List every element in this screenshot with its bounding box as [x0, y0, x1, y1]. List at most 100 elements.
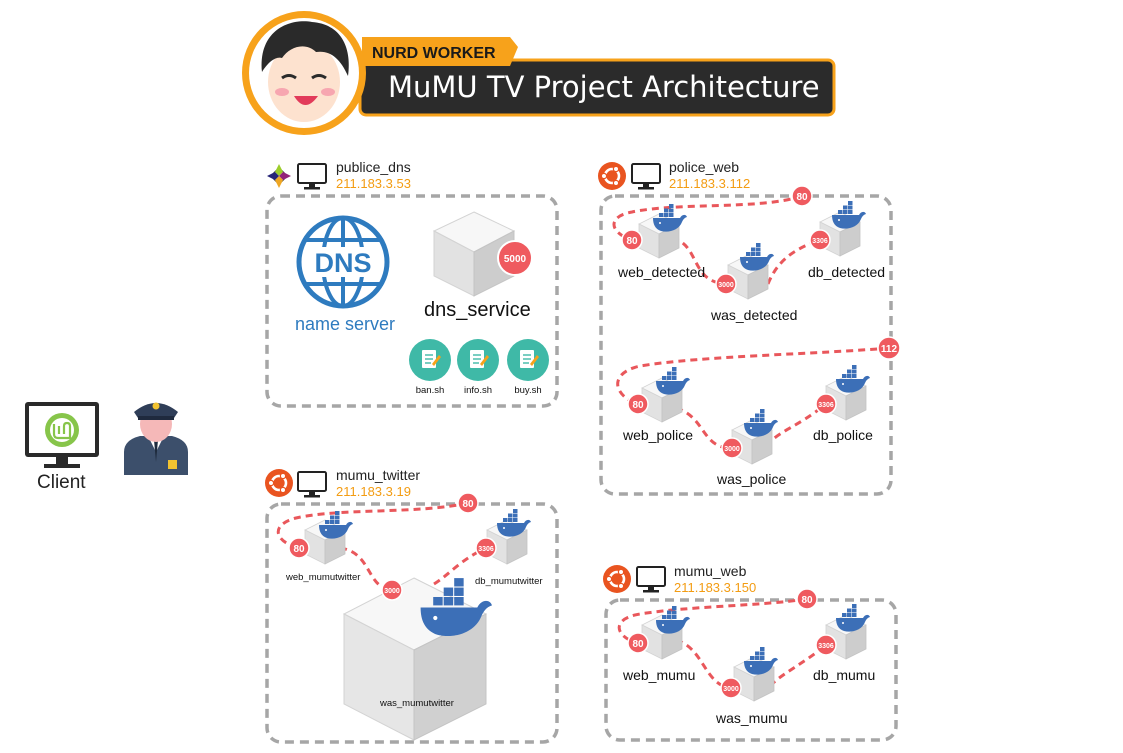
server-mumu-web: mumu_web 211.183.3.150 80 web_mumu 3000 …	[601, 563, 898, 742]
group-port-80: 80	[796, 588, 818, 610]
node-was-mumutwitter: 3000 was_mumutwitter	[342, 577, 492, 741]
host-monitor-icon	[297, 163, 327, 191]
node-label: db_detected	[808, 264, 885, 280]
script-label: info.sh	[464, 385, 492, 396]
node-db-detected: 3306 db_detected	[808, 201, 885, 280]
script-label: buy.sh	[514, 385, 541, 396]
node-web-mumutwitter: 80 web_mumutwitter	[285, 511, 360, 583]
svg-text:3000: 3000	[723, 686, 739, 693]
port-badge-80: 80	[627, 632, 649, 654]
port-badge-3000: 3000	[721, 437, 743, 459]
client-label: Client	[37, 472, 86, 493]
node-web-police: 80 web_police	[622, 367, 693, 443]
node-label: web_mumu	[622, 667, 695, 683]
port-badge-3306: 3306	[815, 634, 837, 656]
centos-icon	[266, 163, 292, 189]
node-db-mumutwitter: 3306 db_mumutwitter	[475, 509, 543, 587]
host-boundary	[265, 194, 559, 408]
port-badge-3000: 3000	[720, 677, 742, 699]
node-label: was_detected	[710, 307, 797, 323]
page-title: MuMU TV Project Architecture	[388, 70, 820, 104]
port-badge-80: 80	[288, 537, 310, 559]
client-monitor-icon	[25, 402, 99, 468]
server-police-web: police_web 211.183.3.112 80 web_detected…	[596, 159, 901, 496]
svg-text:3306: 3306	[818, 402, 834, 409]
script-buy: buy.sh	[506, 338, 550, 396]
group-port-80: 80	[457, 492, 479, 514]
node-label: web_detected	[617, 264, 705, 280]
script-file-icon	[506, 338, 550, 382]
svg-text:3306: 3306	[812, 238, 828, 245]
node-was-police: 3000 was_police	[716, 409, 786, 487]
port-badge-5000: 5000	[497, 240, 533, 276]
host-monitor-icon	[636, 566, 666, 594]
avatar	[242, 11, 366, 135]
dns-service-label: dns_service	[424, 299, 531, 321]
group-port-80: 80	[791, 185, 813, 207]
ubuntu-icon	[601, 563, 633, 595]
host-ip: 211.183.3.150	[674, 580, 756, 595]
svg-text:3306: 3306	[818, 643, 834, 650]
node-label: was_police	[716, 471, 786, 487]
node-db-mumu: 3306 db_mumu	[813, 604, 875, 683]
host-boundary	[265, 502, 559, 744]
script-label: ban.sh	[416, 385, 445, 396]
node-was-mumu: 3000 was_mumu	[715, 647, 788, 726]
host-monitor-icon	[297, 471, 327, 499]
svg-text:80: 80	[626, 236, 638, 247]
client: Client	[25, 402, 188, 493]
svg-text:112: 112	[881, 344, 898, 355]
ubuntu-icon	[596, 160, 628, 192]
group-port-112: 112	[877, 336, 901, 360]
server-public-dns: publice_dns 211.183.3.53 DNS name server…	[265, 159, 559, 408]
node-label: web_mumutwitter	[285, 572, 360, 583]
svg-text:3000: 3000	[718, 282, 734, 289]
port-badge-3306: 3306	[815, 393, 837, 415]
script-info: info.sh	[456, 338, 500, 396]
port-badge-80: 80	[621, 229, 643, 251]
server-mumu-twitter: mumu_twitter 211.183.3.19 80 web_mumutwi…	[263, 467, 559, 744]
host-boundary	[604, 598, 898, 742]
svg-text:80: 80	[796, 192, 808, 203]
port-badge-3000: 3000	[381, 579, 403, 601]
port-badge-3306: 3306	[809, 229, 831, 251]
node-label: db_police	[813, 427, 873, 443]
script-ban: ban.sh	[408, 338, 452, 396]
ubuntu-icon	[263, 467, 295, 499]
name-server-label: name server	[295, 314, 395, 334]
header-badge: NURD WORKER	[372, 45, 496, 62]
node-label: db_mumutwitter	[475, 576, 543, 587]
node-web-detected: 80 web_detected	[617, 204, 705, 280]
node-label: was_mumu	[715, 710, 788, 726]
svg-text:80: 80	[632, 639, 644, 650]
svg-text:3306: 3306	[478, 546, 494, 553]
port-badge-3000: 3000	[715, 273, 737, 295]
host-ip: 211.183.3.53	[336, 176, 411, 191]
host-name: mumu_web	[674, 563, 747, 579]
node-label: was_mumutwitter	[379, 698, 454, 709]
node-label: db_mumu	[813, 667, 875, 683]
host-monitor-icon	[631, 163, 661, 191]
host-ip: 211.183.3.112	[669, 176, 750, 191]
host-name: mumu_twitter	[336, 467, 420, 483]
node-label: web_police	[622, 427, 693, 443]
host-name: police_web	[669, 159, 739, 175]
node-was-detected: 3000 was_detected	[710, 243, 797, 323]
script-file-icon	[456, 338, 500, 382]
large-container-cube	[342, 577, 488, 741]
svg-text:80: 80	[293, 544, 305, 555]
host-name: publice_dns	[336, 159, 411, 175]
host-ip: 211.183.3.19	[336, 484, 411, 499]
police-officer-icon	[124, 402, 188, 475]
svg-text:80: 80	[462, 499, 474, 510]
header: NURD WORKER MuMU TV Project Architecture	[242, 11, 836, 135]
port-badge-3306: 3306	[475, 537, 497, 559]
badge-ribbon	[362, 37, 518, 66]
svg-text:80: 80	[801, 595, 813, 606]
svg-text:5000: 5000	[504, 254, 527, 265]
svg-text:80: 80	[632, 400, 644, 411]
dns-logo-text: DNS	[314, 248, 371, 278]
dns-globe-icon: DNS	[296, 215, 390, 309]
script-file-icon	[408, 338, 452, 382]
